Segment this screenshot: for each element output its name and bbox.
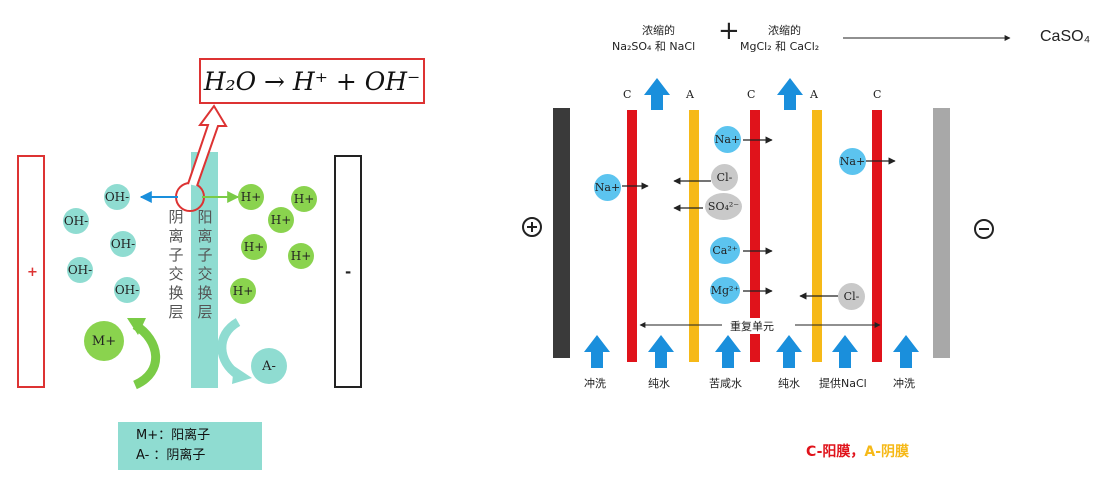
bipolar-membrane-light-layer [167,152,191,388]
anion-membrane-2 [812,110,822,362]
h-ion-3: H+ [268,207,294,233]
ion-na-1: Na+ [594,174,621,201]
anion-exchange-layer-label: 阴离子交换层 [168,208,184,321]
top-up-arrow-1 [644,78,670,110]
cation-curved-arrowhead [127,318,146,335]
bottom-label-pure-1: 纯水 [648,377,670,390]
membrane-legend: C-阳膜，A-阴膜 [806,441,909,461]
positive-electrode-plate [553,108,570,358]
product-plus: + [718,16,740,46]
product-2-line2: MgCl₂ 和 CaCl₂ [740,40,820,53]
bottom-up-arrow-5 [832,335,858,368]
cation-curved-arrow [132,321,161,390]
product-caso4: CaSO₄ [1040,28,1091,45]
bottom-up-arrow-3 [715,335,741,368]
bottom-label-nacl: 提供NaCl [819,377,867,390]
negative-electrode-plate [933,108,950,358]
bipolar-membrane-teal-layer [191,152,218,388]
bottom-up-arrow-6 [893,335,919,368]
ion-cl-2: Cl- [838,283,865,310]
oh-ion-3: OH- [110,231,136,257]
callout-arrow [187,104,228,187]
equation-text: H₂O → H⁺ + OH⁻ [203,66,421,96]
anion-curved-arrow [217,318,241,379]
ion-na-2: Na+ [714,126,741,153]
anion-a: A- [251,348,287,384]
oh-ion-4: OH- [67,257,93,283]
water-dissociation-equation: H₂O → H⁺ + OH⁻ [199,58,425,104]
h-ion-2: H+ [291,186,317,212]
membrane-label-a1: A [686,88,694,101]
bottom-up-arrow-1 [584,335,610,368]
ion-cl-1: Cl- [711,164,738,191]
bottom-label-rinse-2: 冲洗 [893,377,915,390]
membrane-label-c1: C [623,88,632,101]
anion-curved-arrowhead [232,366,252,384]
h-ion-5: H+ [288,243,314,269]
h-ion-4: H+ [241,234,267,260]
cation-membrane-3 [872,110,882,362]
ion-legend: M+：阳离子 A- ：阴离子 [118,422,262,470]
cation-membrane-2 [750,110,760,362]
legend-cation: M+：阳离子 [136,428,211,443]
legend-anion: A- ：阴离子 [136,448,206,463]
h-ion-6: H+ [230,278,256,304]
membrane-label-c3: C [873,88,882,101]
oh-ion-2: OH- [63,208,89,234]
product-2-line1: 浓缩的 [768,24,801,37]
ion-ca: Ca²⁺ [710,237,740,264]
bottom-up-arrow-2 [648,335,674,368]
ion-so4: SO₄²⁻ [705,193,742,220]
cathode-sign: - [345,263,352,281]
legend-anion-membrane: A-阴膜 [864,444,910,460]
bottom-label-brackish: 苦咸水 [709,377,742,390]
legend-cation-membrane: C-阳膜， [806,444,865,460]
anode-sign: + [27,265,38,280]
h-ion-1: H+ [238,184,264,210]
product-1-line1: 浓缩的 [642,24,675,37]
membrane-label-a2: A [810,88,818,101]
bottom-label-pure-2: 纯水 [778,377,800,390]
repeat-unit-label: 重复单元 [728,318,776,334]
cathode-plate [334,155,362,388]
ion-mg: Mg²⁺ [710,277,740,304]
anode-plate [17,155,45,388]
oh-ion-5: OH- [114,277,140,303]
bottom-up-arrow-4 [776,335,802,368]
cation-exchange-layer-label: 阳离子交换层 [197,208,213,321]
anion-membrane-1 [689,110,699,362]
cation-membrane-1 [627,110,637,362]
ion-na-3: Na+ [839,148,866,175]
oh-ion-1: OH- [104,184,130,210]
cation-m: M+ [84,321,124,361]
membrane-label-c2: C [747,88,756,101]
bottom-label-rinse-1: 冲洗 [584,377,606,390]
product-1-line2: Na₂SO₄ 和 NaCl [612,40,696,53]
top-up-arrow-2 [777,78,803,110]
